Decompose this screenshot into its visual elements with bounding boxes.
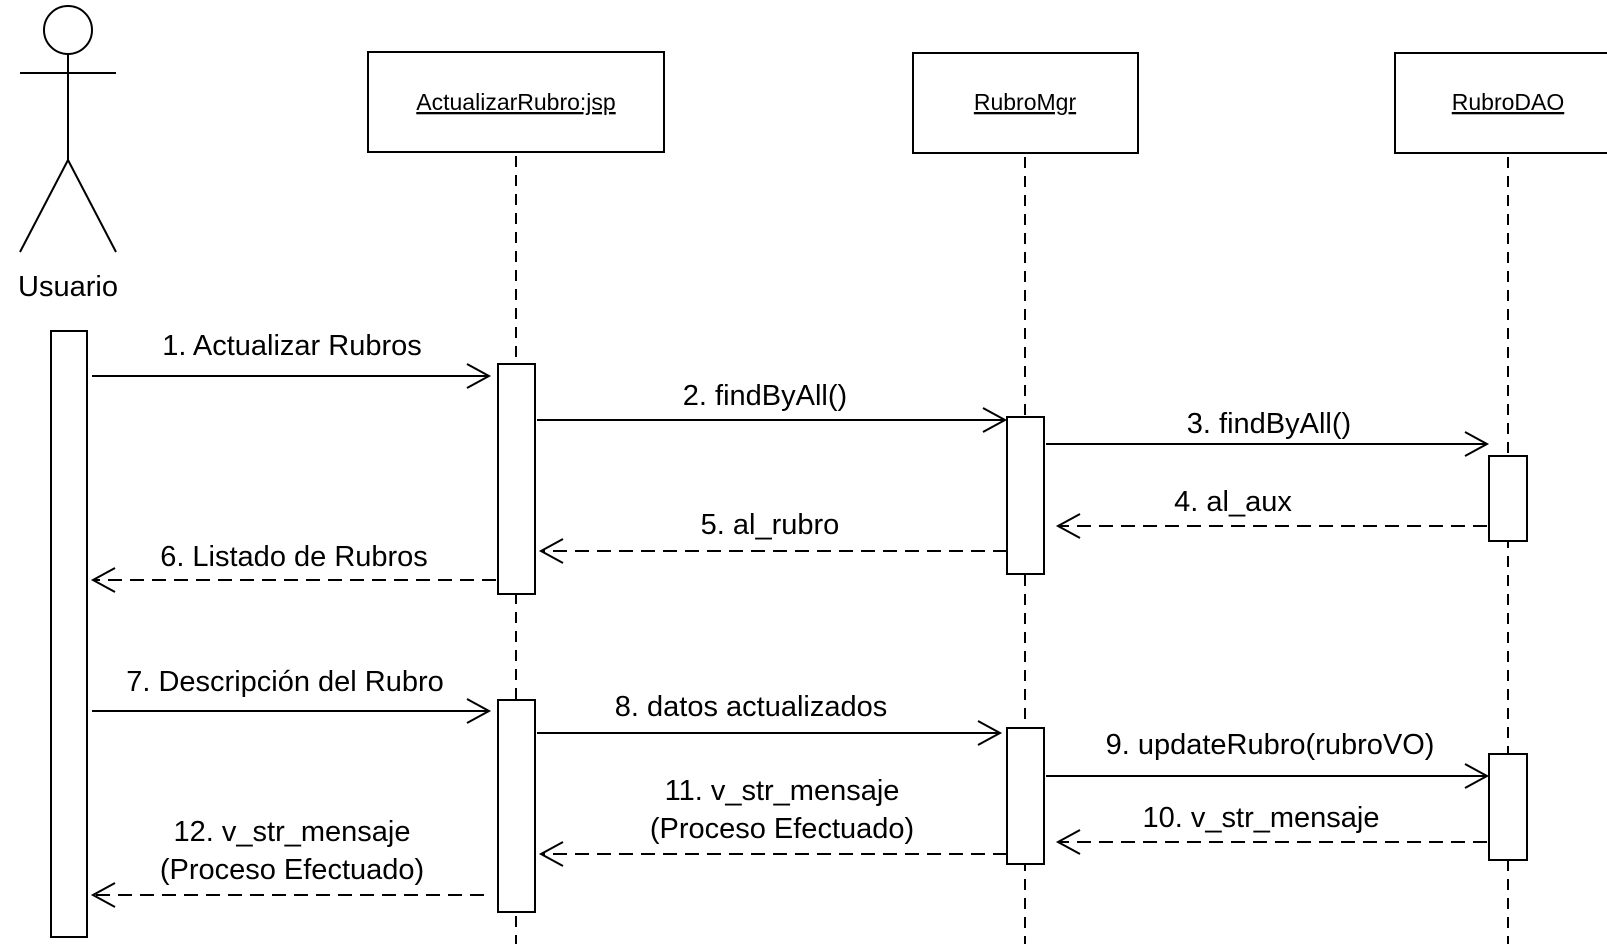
message-4: 4. al_aux <box>1055 486 1487 539</box>
message-6: 6. Listado de Rubros <box>90 541 496 593</box>
message-11-label-line1: 11. v_str_mensaje <box>665 775 900 807</box>
actor-usuario: Usuario <box>18 5 118 303</box>
message-7-arrowhead <box>466 698 492 724</box>
message-4-arrowhead <box>1055 513 1081 539</box>
actor-left-leg <box>19 159 69 253</box>
object-box-dao <box>1394 52 1607 154</box>
activation-jsp-1 <box>497 363 536 595</box>
lifeline-jsp: ActualizarRubro:jsp <box>367 51 665 944</box>
message-10: 10. v_str_mensaje <box>1055 802 1487 855</box>
message-2-label: 2. findByAll() <box>683 380 847 412</box>
message-3: 3. findByAll() <box>1046 408 1490 457</box>
activation-jsp-2 <box>497 699 536 913</box>
message-3-label: 3. findByAll() <box>1187 408 1351 440</box>
message-12-label-line1: 12. v_str_mensaje <box>174 816 411 848</box>
message-4-label: 4. al_aux <box>1174 486 1292 518</box>
message-12-arrowhead <box>90 882 116 908</box>
object-label-mgr: RubroMgr <box>974 89 1077 115</box>
object-label-dao: RubroDAO <box>1452 89 1564 115</box>
message-12: 12. v_str_mensaje (Proceso Efectuado) <box>90 816 484 908</box>
message-5: 5. al_rubro <box>538 509 1007 564</box>
message-3-arrowhead <box>1464 431 1490 457</box>
message-8-label: 8. datos actualizados <box>615 691 887 723</box>
activation-mgr-1 <box>1006 416 1045 575</box>
message-2-arrowhead <box>982 407 1008 433</box>
object-label-jsp: ActualizarRubro:jsp <box>416 89 615 115</box>
message-11-arrowhead <box>538 841 564 867</box>
message-1-arrowhead <box>466 363 492 389</box>
actor-head <box>43 5 93 55</box>
message-9: 9. updateRubro(rubroVO) <box>1046 729 1490 789</box>
lifeline-mgr: RubroMgr <box>912 52 1139 944</box>
message-11: 11. v_str_mensaje (Proceso Efectuado) <box>538 775 1007 867</box>
message-10-label: 10. v_str_mensaje <box>1143 802 1380 834</box>
message-7-label: 7. Descripción del Rubro <box>126 666 444 698</box>
message-9-arrowhead <box>1464 763 1490 789</box>
activation-usuario <box>50 330 88 938</box>
actor-name: Usuario <box>18 271 118 303</box>
object-box-jsp <box>367 51 665 153</box>
activation-dao-1 <box>1488 455 1528 542</box>
actor-right-leg <box>67 159 117 253</box>
message-7: 7. Descripción del Rubro <box>92 666 492 724</box>
message-5-label: 5. al_rubro <box>701 509 840 541</box>
message-8: 8. datos actualizados <box>537 691 1003 746</box>
activation-dao-2 <box>1488 753 1528 861</box>
message-10-arrowhead <box>1055 829 1081 855</box>
message-1-label: 1. Actualizar Rubros <box>162 330 422 362</box>
object-box-mgr <box>912 52 1139 154</box>
message-6-label: 6. Listado de Rubros <box>160 541 428 573</box>
message-1: 1. Actualizar Rubros <box>92 330 492 389</box>
message-9-label: 9. updateRubro(rubroVO) <box>1106 729 1435 761</box>
message-11-label-line2: (Proceso Efectuado) <box>650 813 914 845</box>
activation-mgr-2 <box>1006 727 1045 865</box>
message-12-label-line2: (Proceso Efectuado) <box>160 854 424 886</box>
message-5-arrowhead <box>538 538 564 564</box>
message-2: 2. findByAll() <box>537 380 1008 433</box>
message-8-arrowhead <box>977 720 1003 746</box>
message-6-arrowhead <box>90 567 116 593</box>
